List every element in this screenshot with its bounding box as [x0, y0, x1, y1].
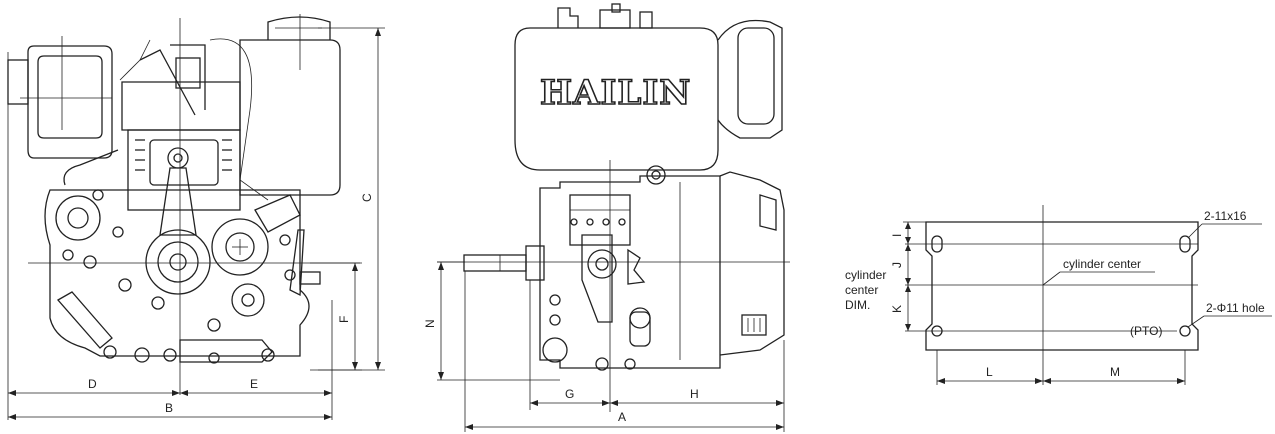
dim-label-n: N — [423, 319, 437, 328]
dim-label-l: L — [986, 365, 993, 379]
cylinder-center-dim-line2: center — [845, 283, 878, 297]
dim-label-d: D — [88, 377, 97, 391]
front-section-view — [7, 14, 360, 395]
mount-hole-right — [1179, 325, 1191, 337]
dim-label-f: F — [337, 316, 351, 323]
cylinder-center-callout: cylinder center — [1063, 257, 1141, 271]
side-view-dimensions: N G H A — [423, 261, 785, 432]
slot-spec-callout: 2-11x16 — [1204, 209, 1247, 223]
pto-callout: (PTO) — [1130, 324, 1162, 338]
dim-label-c: C — [360, 193, 374, 202]
dim-label-e: E — [250, 377, 258, 391]
cylinder-center-dim-line3: DIM. — [845, 298, 870, 312]
dim-label-m: M — [1110, 365, 1120, 379]
dim-label-b: B — [165, 401, 173, 415]
dim-label-g: G — [565, 387, 574, 401]
dim-label-j: J — [890, 262, 904, 268]
dim-label-a: A — [618, 410, 626, 424]
hole-spec-callout: 2-Φ11 hole — [1206, 301, 1265, 315]
dim-label-i: I — [890, 234, 904, 237]
dim-label-h: H — [690, 387, 699, 401]
dim-label-k: K — [890, 305, 904, 313]
brand-label: HAILIN — [540, 73, 691, 113]
front-view-dimensions: C F D E B — [7, 27, 385, 420]
side-view: HAILIN — [437, 3, 790, 412]
cylinder-center-dim-line1: cylinder — [845, 268, 886, 282]
mounting-base-plan: I J K L M 2-11x16 cylinder center 2-Φ11 … — [845, 205, 1272, 385]
